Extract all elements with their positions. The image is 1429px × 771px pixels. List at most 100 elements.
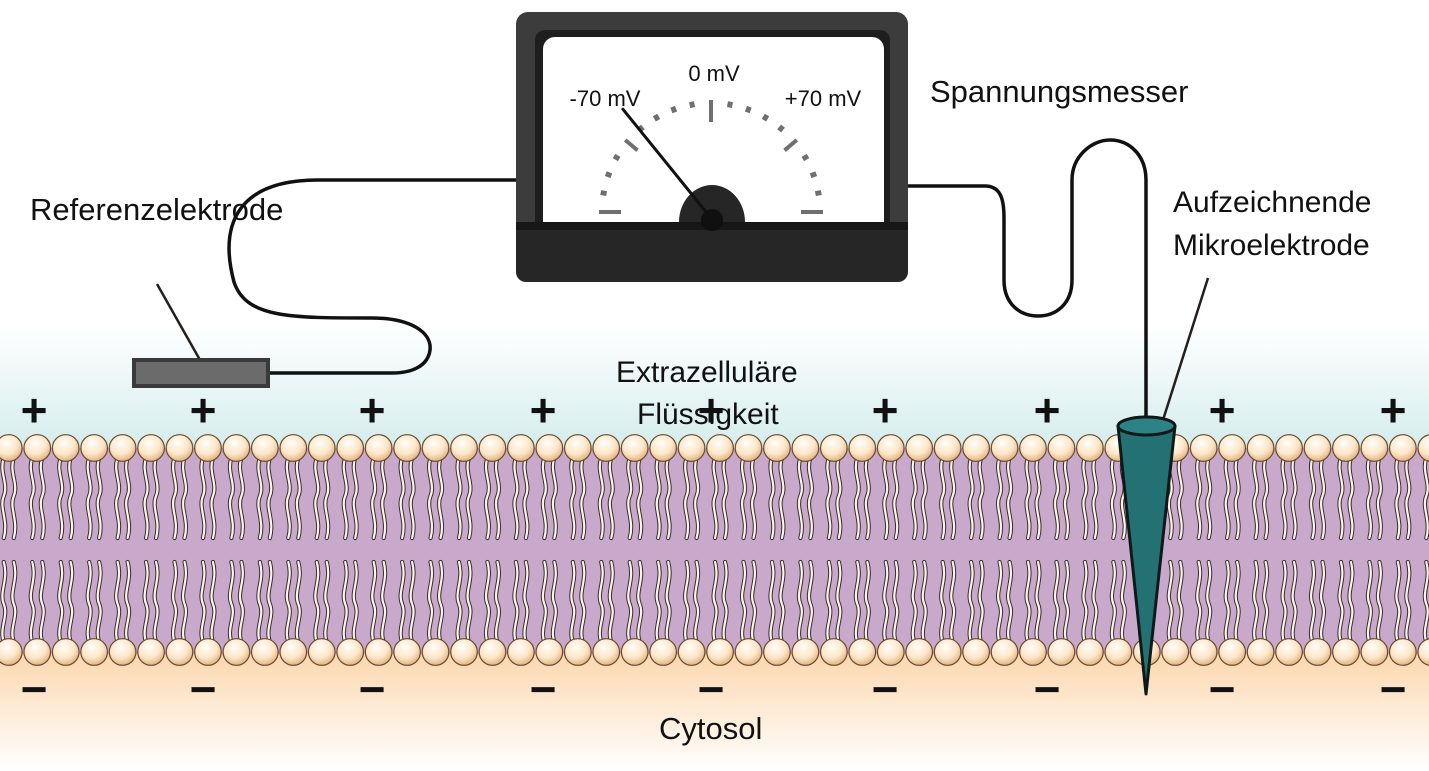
phospholipid-head-outer	[222, 434, 251, 462]
phospholipid-head-inner	[137, 638, 165, 666]
phospholipid-head-outer	[563, 434, 592, 462]
phospholipid-head-inner	[1075, 638, 1104, 666]
phospholipid-head-inner	[194, 638, 222, 666]
lipid-tail	[513, 456, 519, 540]
lipid-tail	[854, 560, 860, 644]
negative-charge-sign: −	[359, 663, 386, 715]
microelectrode-top	[1116, 415, 1177, 437]
lipid-tail	[1092, 560, 1098, 644]
lipid-tail	[1366, 456, 1372, 540]
lipid-tail	[399, 560, 405, 644]
positive-charges: +++++++++	[21, 384, 1407, 436]
lipid-tail	[1035, 456, 1041, 540]
negative-charge-sign: −	[530, 663, 557, 715]
negative-charge-sign: −	[1034, 663, 1061, 715]
lipid-tail	[854, 456, 860, 540]
lipid-tail	[1007, 456, 1013, 540]
positive-charge-sign: +	[698, 384, 725, 436]
lipid-tail	[836, 560, 842, 644]
lipid-tail	[997, 560, 1003, 644]
lipid-tail	[1423, 560, 1429, 644]
lipid-tail	[371, 560, 377, 644]
lipid-tail	[694, 560, 700, 644]
phospholipid-head-inner	[51, 638, 80, 666]
lipid-tail	[968, 456, 974, 540]
phospholipid-head-outer	[905, 434, 934, 462]
positive-charge-sign: +	[21, 384, 48, 436]
lipid-tail	[940, 456, 946, 540]
lipid-tail	[200, 560, 206, 644]
phospholipid-head-inner	[307, 638, 336, 666]
lipid-tail	[1234, 456, 1240, 540]
scale-tick	[783, 138, 799, 152]
lipid-tail	[797, 456, 803, 540]
phospholipid-head-inner	[478, 638, 507, 666]
phospholipid-head-outer	[0, 434, 23, 462]
lipid-tail	[883, 456, 889, 540]
needle-pivot-cover	[679, 185, 745, 222]
lipid-tail	[1338, 456, 1344, 540]
lipid-tail	[371, 456, 377, 540]
phospholipid-head-inner	[336, 638, 365, 666]
lipid-tail	[1309, 456, 1316, 540]
phospholipid-head-outer	[279, 434, 308, 462]
positive-charge-sign: +	[359, 384, 386, 436]
phospholipid-head-inner	[1047, 638, 1076, 666]
phospholipid-head-outer	[990, 434, 1019, 462]
lipid-tail	[551, 560, 557, 644]
lipid-tail	[352, 456, 358, 540]
lipid-tail	[911, 456, 917, 540]
phospholipid-head-outer	[108, 434, 137, 462]
phospholipid-head-outer	[23, 434, 52, 462]
fatty-acid-tails	[0, 455, 1429, 645]
lipid-tail	[1263, 560, 1269, 644]
lipid-tail	[1177, 456, 1183, 540]
lipid-tail	[627, 456, 633, 540]
phospholipid-head-outer	[734, 434, 763, 462]
lipid-tail	[257, 560, 263, 644]
lipid-tail	[1082, 456, 1088, 540]
lipid-tail	[665, 456, 671, 540]
phospholipid-head-outer	[478, 434, 507, 462]
lipid-tail	[238, 560, 244, 644]
lipid-tail	[911, 560, 917, 644]
phospholipid-head-inner	[933, 638, 962, 666]
lipid-tail	[1025, 456, 1031, 540]
phospholipid-head-inner	[990, 638, 1019, 666]
phospholipid-head-inner	[1246, 638, 1275, 666]
phospholipid-head-inner	[563, 638, 592, 666]
lipid-tail	[836, 456, 842, 540]
meter-label-plus-70: +70 mV	[785, 86, 862, 111]
lipid-tail	[96, 456, 102, 540]
lipid-tail	[968, 560, 974, 644]
lipid-tail	[1082, 560, 1088, 644]
lipid-tail	[125, 560, 131, 644]
needle-pivot	[701, 209, 723, 231]
phospholipid-head-outer	[364, 434, 393, 462]
lipid-tail	[997, 456, 1003, 540]
lipid-tail	[722, 456, 728, 540]
lipid-tail	[1376, 560, 1382, 644]
voltmeter-label: Spannungsmesser	[930, 74, 1189, 109]
lipid-tail	[950, 560, 956, 644]
lipid-tail	[39, 456, 45, 540]
lipid-tail	[740, 456, 747, 540]
lipid-tail	[1395, 560, 1401, 644]
lipid-tail	[1025, 560, 1031, 644]
phospholipid-head-outer	[1189, 434, 1218, 462]
lipid-tail	[1319, 456, 1326, 540]
lipid-tail	[779, 456, 785, 540]
lipid-tail	[1253, 560, 1259, 644]
lipid-tail	[1263, 456, 1269, 540]
lipid-tail	[807, 456, 813, 540]
phospholipid-head-inner	[1275, 638, 1303, 666]
positive-charge-sign: +	[530, 384, 557, 436]
lipid-tail	[551, 456, 557, 540]
lipid-tail	[58, 560, 64, 644]
lipid-tail	[769, 560, 775, 644]
scale-tick	[604, 171, 613, 179]
reference-electrode-label: Referenzelektrode	[30, 192, 284, 227]
extracellular-fluid-label-line2: Flüssigkeit	[637, 398, 779, 431]
scale-tick	[689, 101, 696, 109]
lipid-tail	[1110, 560, 1116, 644]
